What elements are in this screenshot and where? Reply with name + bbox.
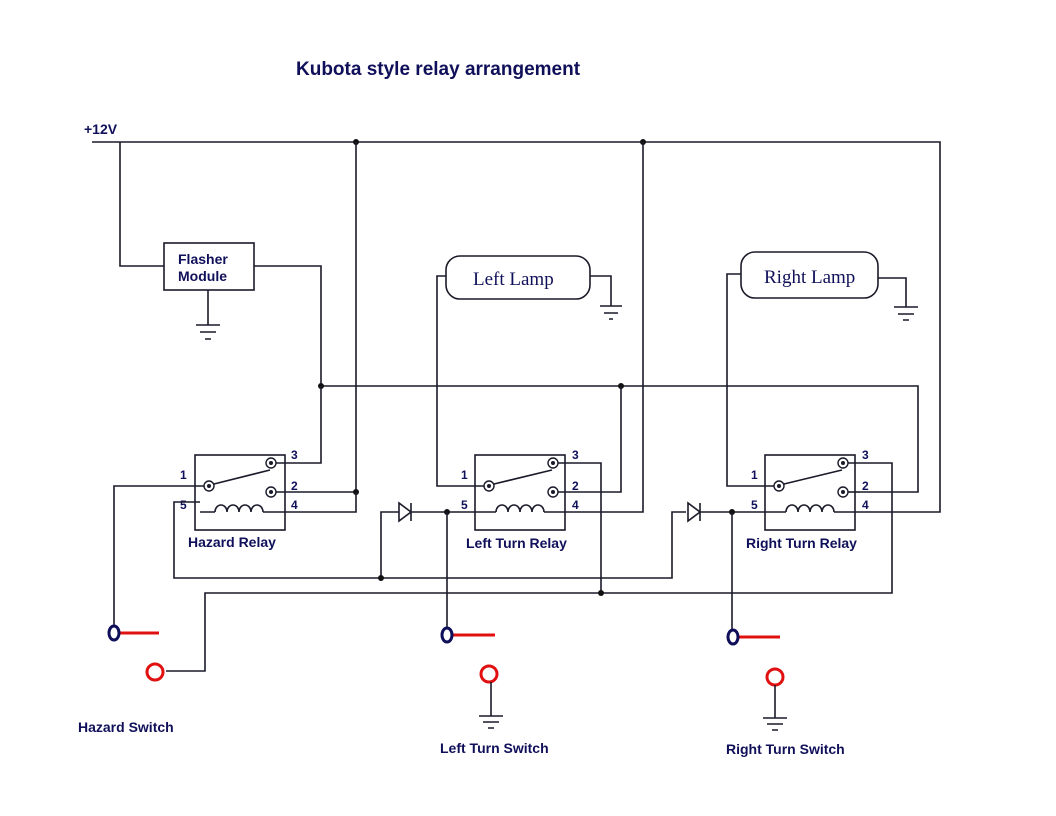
svg-text:4: 4 [862, 498, 869, 512]
svg-text:1: 1 [751, 468, 758, 482]
svg-text:5: 5 [751, 498, 758, 512]
right-lamp: Right Lamp [740, 251, 918, 321]
ground-icon [600, 305, 622, 320]
ground-icon [894, 306, 918, 321]
svg-text:3: 3 [862, 448, 869, 462]
right-turn-switch[interactable]: Right Turn Switch [726, 628, 845, 757]
svg-text:Module: Module [178, 268, 227, 284]
svg-text:1: 1 [461, 468, 468, 482]
svg-text:Right Turn Relay: Right Turn Relay [746, 535, 857, 551]
svg-text:5: 5 [180, 498, 187, 512]
supply-label: +12V [84, 121, 118, 137]
diagram-title: Kubota style relay arrangement [296, 59, 581, 80]
svg-text:3: 3 [291, 448, 298, 462]
ground-icon [479, 715, 503, 729]
svg-text:Hazard Relay: Hazard Relay [188, 534, 276, 550]
right-turn-relay: 1 5 3 2 4 Right Turn Relay [745, 448, 869, 551]
ground-icon [196, 324, 220, 340]
svg-text:Left Turn Relay: Left Turn Relay [466, 535, 567, 551]
diode-icon [378, 501, 455, 581]
svg-text:3: 3 [572, 448, 579, 462]
svg-text:4: 4 [572, 498, 579, 512]
svg-text:1: 1 [180, 468, 187, 482]
svg-text:Left Lamp: Left Lamp [473, 269, 554, 290]
diode-icon [687, 501, 745, 523]
left-turn-relay: 1 5 3 2 4 Left Turn Relay [455, 142, 644, 551]
svg-text:5: 5 [461, 498, 468, 512]
svg-text:2: 2 [291, 479, 298, 493]
svg-text:2: 2 [572, 479, 579, 493]
svg-text:Left Turn Switch: Left Turn Switch [440, 740, 549, 756]
svg-text:Flasher: Flasher [178, 251, 228, 267]
left-lamp: Left Lamp [445, 255, 622, 320]
svg-text:Right Lamp: Right Lamp [764, 267, 855, 288]
flasher-module: Flasher Module [163, 242, 322, 386]
svg-text:Right Turn Switch: Right Turn Switch [726, 741, 845, 757]
hazard-switch[interactable]: Hazard Switch [78, 624, 174, 735]
ground-icon [763, 717, 787, 731]
left-turn-switch[interactable]: Left Turn Switch [440, 626, 549, 756]
svg-text:Hazard Switch: Hazard Switch [78, 719, 174, 735]
svg-text:4: 4 [291, 498, 298, 512]
coil-icon [200, 504, 310, 513]
svg-text:2: 2 [862, 479, 869, 493]
